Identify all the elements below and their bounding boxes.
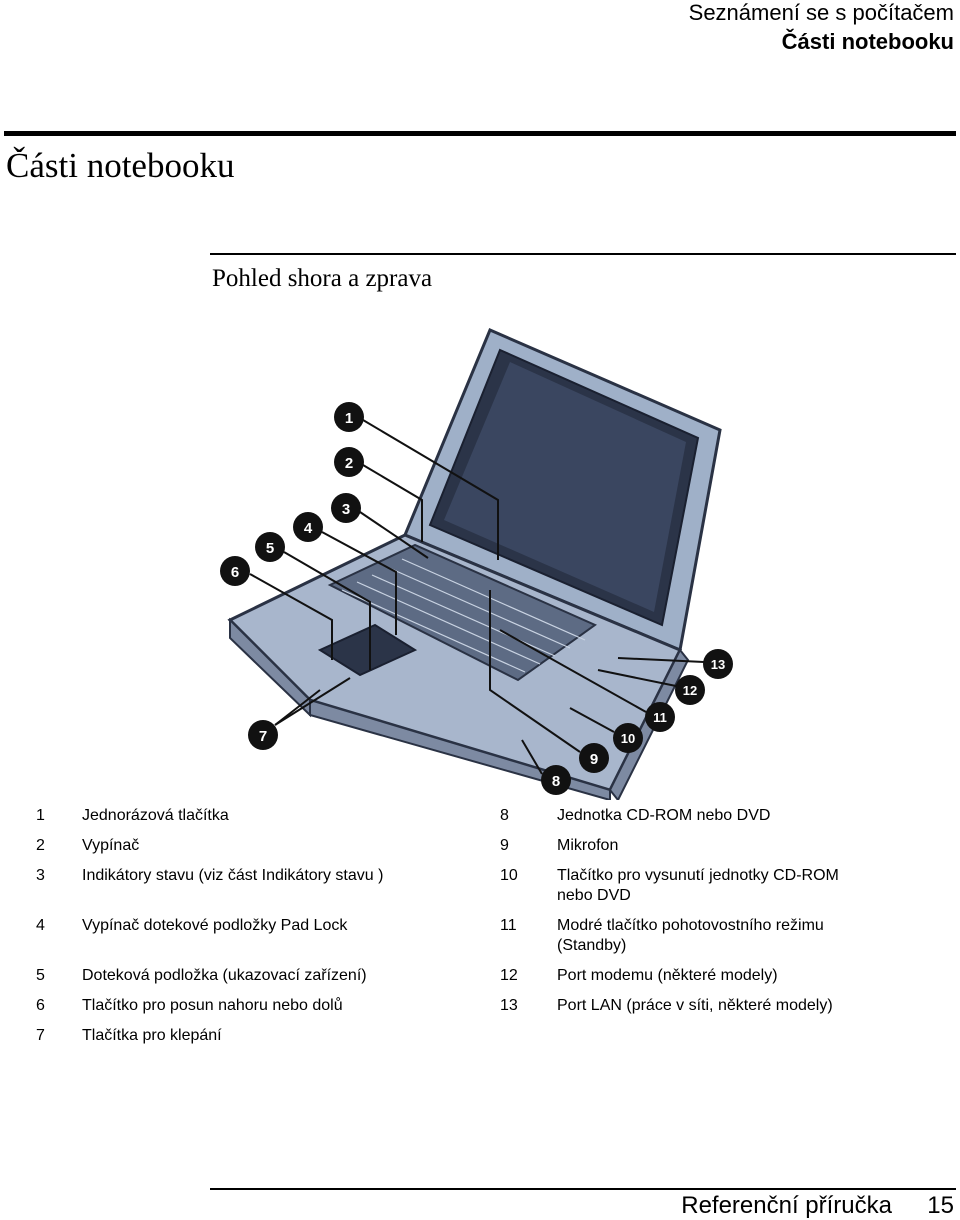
callout-10: 10 <box>621 731 635 746</box>
callout-8: 8 <box>552 773 560 790</box>
callout-5: 5 <box>266 540 274 557</box>
footer-rule <box>210 1188 956 1190</box>
callout-9: 9 <box>590 751 598 768</box>
running-header-chapter: Seznámení se s počítačem <box>688 0 954 25</box>
page-title: Části notebooku <box>6 146 235 185</box>
header-rule <box>4 131 956 136</box>
callout-2: 2 <box>345 455 353 472</box>
callout-13: 13 <box>711 657 725 672</box>
callout-6: 6 <box>231 564 239 581</box>
callout-7: 7 <box>259 728 267 745</box>
subtitle-rule <box>210 253 956 255</box>
callout-3: 3 <box>342 501 350 518</box>
callout-11: 11 <box>653 710 667 725</box>
callout-4: 4 <box>304 520 313 537</box>
callout-12: 12 <box>683 683 697 698</box>
footer-title: Referenční příručka <box>681 1192 892 1219</box>
callout-1: 1 <box>345 410 353 427</box>
subtitle: Pohled shora a zprava <box>212 265 433 292</box>
page-number: 15 <box>927 1192 954 1219</box>
laptop-illustration: 1 2 3 4 5 6 7 8 9 10 11 12 13 <box>220 328 733 800</box>
running-header-section: Části notebooku <box>781 29 954 54</box>
